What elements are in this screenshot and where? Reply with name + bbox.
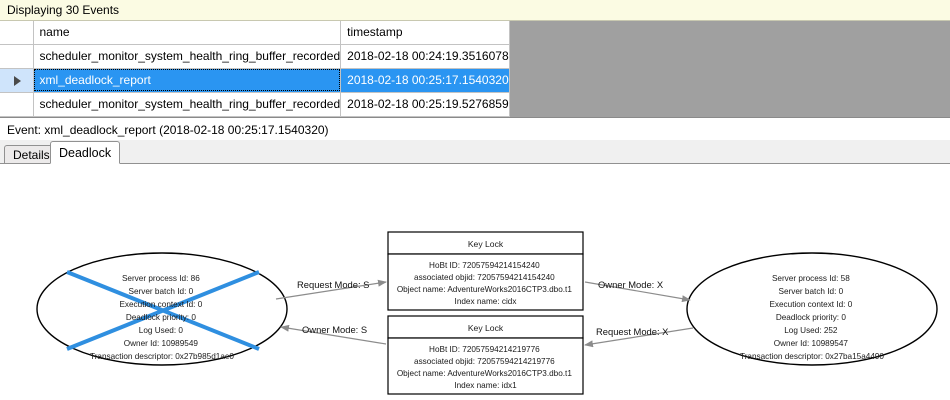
row-selector[interactable] xyxy=(0,92,34,117)
tab-deadlock[interactable]: Deadlock xyxy=(50,141,121,164)
process-left-line-5: Owner Id: 10989549 xyxy=(124,339,199,348)
edge-left-request[interactable]: Request Mode: S xyxy=(275,279,387,300)
edge-left-request-label: Request Mode: S xyxy=(297,279,369,290)
process-right-line-1: Server batch Id: 0 xyxy=(779,287,844,296)
events-status-text: Displaying 30 Events xyxy=(7,3,120,17)
resource-node-key-lock-bottom[interactable]: Key Lock HoBt ID: 72057594214219776 asso… xyxy=(387,315,584,395)
key-lock-top-details: HoBt ID: 72057594214154240 associated ob… xyxy=(397,261,574,306)
process-right-line-5: Owner Id: 10989547 xyxy=(774,339,849,348)
cell-timestamp[interactable]: 2018-02-18 00:25:17.1540320 xyxy=(340,68,510,93)
cell-name[interactable]: xml_deadlock_report xyxy=(33,68,342,93)
process-right-line-6: Transaction descriptor: 0x27ba15a4490 xyxy=(740,352,884,361)
grid-header-row: name timestamp xyxy=(0,21,510,45)
events-grid-container[interactable]: name timestamp scheduler_monitor_system_… xyxy=(0,21,950,118)
process-left-line-4: Log Used: 0 xyxy=(139,326,184,335)
cell-name[interactable]: scheduler_monitor_system_health_ring_buf… xyxy=(33,44,342,69)
process-right-line-3: Deadlock priority: 0 xyxy=(776,313,847,322)
grid-header-selector xyxy=(0,21,34,45)
tab-deadlock-label: Deadlock xyxy=(59,145,112,160)
event-caption-text: Event: xml_deadlock_report (2018-02-18 0… xyxy=(7,122,329,137)
event-caption: Event: xml_deadlock_report (2018-02-18 0… xyxy=(0,119,950,140)
row-selector[interactable] xyxy=(0,44,34,69)
key-lock-bottom-title: Key Lock xyxy=(468,323,504,333)
events-status-bar: Displaying 30 Events xyxy=(0,0,950,21)
key-lock-bottom-line-1: associated objid: 72057594214219776 xyxy=(414,357,555,366)
key-lock-top-body-box xyxy=(387,253,584,311)
edge-right-request-label: Request Mode: X xyxy=(596,326,669,337)
key-lock-bottom-details: HoBt ID: 72057594214219776 associated ob… xyxy=(397,345,574,390)
process-node-left[interactable]: Server process Id: 86 Server batch Id: 0… xyxy=(36,252,288,366)
tab-strip: Details Deadlock xyxy=(0,140,950,164)
process-left-line-6: Transaction descriptor: 0x27b985d1ae0 xyxy=(90,352,234,361)
edge-right-owner[interactable]: Owner Mode: X xyxy=(584,279,691,303)
deadlock-graph-canvas[interactable]: Server process Id: 86 Server batch Id: 0… xyxy=(0,164,950,400)
table-row[interactable]: scheduler_monitor_system_health_ring_buf… xyxy=(0,92,510,117)
table-row[interactable]: scheduler_monitor_system_health_ring_buf… xyxy=(0,44,510,69)
process-right-details: Server process Id: 58 Server batch Id: 0… xyxy=(740,274,884,361)
row-selector[interactable] xyxy=(0,68,34,93)
process-left-line-1: Server batch Id: 0 xyxy=(129,287,194,296)
key-lock-top-line-2: Object name: AdventureWorks2016CTP3.dbo.… xyxy=(397,285,573,294)
key-lock-top-line-0: HoBt ID: 72057594214154240 xyxy=(429,261,540,270)
process-left-details: Server process Id: 86 Server batch Id: 0… xyxy=(90,274,234,361)
resource-node-key-lock-top[interactable]: Key Lock HoBt ID: 72057594214154240 asso… xyxy=(387,231,584,311)
events-grid[interactable]: name timestamp scheduler_monitor_system_… xyxy=(0,21,510,117)
edge-right-owner-label: Owner Mode: X xyxy=(598,279,664,290)
grid-header-name[interactable]: name xyxy=(33,21,342,45)
process-left-line-0: Server process Id: 86 xyxy=(122,274,200,283)
process-ellipse-right[interactable] xyxy=(686,252,938,366)
key-lock-top-line-1: associated objid: 72057594214154240 xyxy=(414,273,555,282)
edge-left-owner-label: Owner Mode: S xyxy=(302,324,367,335)
edge-right-request[interactable]: Request Mode: X xyxy=(584,326,694,348)
process-left-line-3: Deadlock priority: 0 xyxy=(126,313,197,322)
key-lock-bottom-line-2: Object name: AdventureWorks2016CTP3.dbo.… xyxy=(397,369,573,378)
key-lock-top-title: Key Lock xyxy=(468,239,504,249)
key-lock-top-line-3: Index name: cidx xyxy=(455,297,517,306)
process-left-line-2: Execution context Id: 0 xyxy=(119,300,202,309)
table-row[interactable]: xml_deadlock_report 2018-02-18 00:25:17.… xyxy=(0,68,510,93)
row-selector-arrow-icon xyxy=(13,75,21,86)
key-lock-bottom-line-0: HoBt ID: 72057594214219776 xyxy=(429,345,540,354)
key-lock-bottom-body-box xyxy=(387,337,584,395)
process-right-line-4: Log Used: 252 xyxy=(784,326,838,335)
deadlock-victim-cross-icon xyxy=(66,270,260,351)
process-right-line-0: Server process Id: 58 xyxy=(772,274,850,283)
cell-timestamp[interactable]: 2018-02-18 00:25:19.5276859 xyxy=(340,92,510,117)
tab-details-label: Details xyxy=(13,148,50,162)
grid-header-timestamp[interactable]: timestamp xyxy=(340,21,510,45)
edge-left-owner[interactable]: Owner Mode: S xyxy=(280,324,387,345)
key-lock-bottom-line-3: Index name: idx1 xyxy=(454,381,517,390)
process-right-line-2: Execution context Id: 0 xyxy=(769,300,852,309)
process-node-right[interactable]: Server process Id: 58 Server batch Id: 0… xyxy=(686,252,938,366)
cell-name[interactable]: scheduler_monitor_system_health_ring_buf… xyxy=(33,92,342,117)
cell-timestamp[interactable]: 2018-02-18 00:24:19.3516078 xyxy=(340,44,510,69)
